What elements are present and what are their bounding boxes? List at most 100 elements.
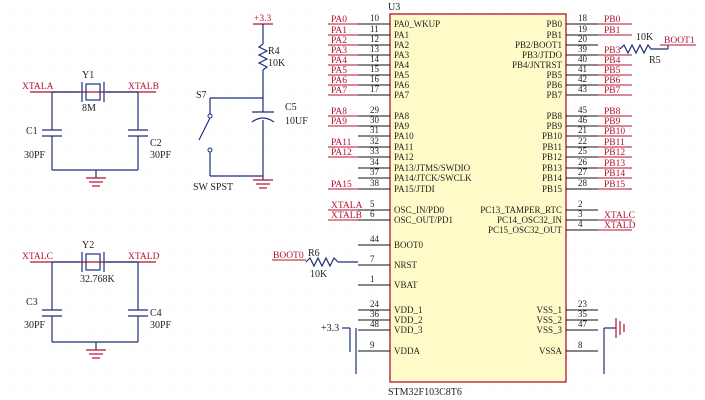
grid-dot bbox=[109, 309, 111, 311]
grid-dot bbox=[149, 309, 151, 311]
grid-dot bbox=[649, 49, 651, 51]
pin-name: VDD_3 bbox=[394, 325, 423, 335]
grid-dot bbox=[9, 49, 11, 51]
net-label: PB0 bbox=[604, 15, 621, 25]
grid-dot bbox=[109, 209, 111, 211]
grid-dot bbox=[629, 269, 631, 271]
grid-dot bbox=[169, 149, 171, 151]
grid-dot bbox=[49, 149, 51, 151]
grid-dot bbox=[129, 329, 131, 331]
grid-dot bbox=[229, 69, 231, 71]
grid-dot bbox=[249, 49, 251, 51]
grid-dot bbox=[649, 389, 651, 391]
grid-dot bbox=[89, 189, 91, 191]
grid-dot bbox=[149, 289, 151, 291]
grid-dot bbox=[209, 189, 211, 191]
grid-dot bbox=[329, 289, 331, 291]
grid-dot bbox=[229, 349, 231, 351]
grid-dot bbox=[649, 169, 651, 171]
pin-name: PB13 bbox=[542, 163, 563, 173]
pin-number: 2 bbox=[578, 199, 583, 209]
grid-dot bbox=[229, 89, 231, 91]
vdd-supply: +3.3 bbox=[321, 323, 357, 374]
grid-dot bbox=[209, 209, 211, 211]
grid-dot bbox=[169, 389, 171, 391]
pin-number: 36 bbox=[370, 309, 380, 319]
grid-dot bbox=[689, 129, 691, 131]
grid-dot bbox=[209, 129, 211, 131]
boot0-resistor: BOOT0 R6 10K bbox=[272, 248, 358, 280]
grid-dot bbox=[129, 29, 131, 31]
pin-number: 39 bbox=[578, 44, 588, 54]
grid-dot bbox=[309, 309, 311, 311]
grid-dot bbox=[69, 109, 71, 111]
grid-dot bbox=[289, 389, 291, 391]
grid-dot bbox=[289, 109, 291, 111]
pin-number: 47 bbox=[578, 319, 588, 329]
grid-dot bbox=[349, 169, 351, 171]
grid-dot bbox=[609, 289, 611, 291]
grid-dot bbox=[589, 109, 591, 111]
grid-dot bbox=[289, 309, 291, 311]
grid-dot bbox=[369, 109, 371, 111]
grid-dot bbox=[629, 29, 631, 31]
grid-dot bbox=[29, 49, 31, 51]
pin-number: 10 bbox=[370, 13, 380, 23]
grid-dot bbox=[169, 189, 171, 191]
pin-name: PC15_OSC32_OUT bbox=[488, 225, 563, 235]
grid-dot bbox=[269, 109, 271, 111]
grid-dot bbox=[189, 229, 191, 231]
grid-dot bbox=[49, 49, 51, 51]
grid-dot bbox=[49, 249, 51, 251]
pin-number: 33 bbox=[370, 146, 380, 156]
grid-dot bbox=[29, 69, 31, 71]
grid-dot bbox=[669, 109, 671, 111]
pin-name: PA0_WKUP bbox=[394, 19, 440, 29]
grid-dot bbox=[349, 89, 351, 91]
grid-dot bbox=[189, 289, 191, 291]
grid-dot bbox=[329, 9, 331, 11]
grid-dot bbox=[29, 389, 31, 391]
grid-dot bbox=[209, 69, 211, 71]
grid-dot bbox=[149, 9, 151, 11]
grid-dot bbox=[629, 89, 631, 91]
pin-number: 42 bbox=[578, 74, 587, 84]
grid-dot bbox=[129, 289, 131, 291]
grid-dot bbox=[89, 229, 91, 231]
grid-dot bbox=[269, 49, 271, 51]
grid-dot bbox=[649, 289, 651, 291]
grid-dot bbox=[209, 29, 211, 31]
grid-dot bbox=[369, 29, 371, 31]
net-label: PA1 bbox=[331, 26, 347, 36]
mcu-u3: U3 STM32F103C8T6 10PA0_WKUPPA011PA1PA112… bbox=[328, 2, 636, 398]
grid-dot bbox=[649, 89, 651, 91]
pin-name: NRST bbox=[394, 260, 418, 270]
grid-dot bbox=[449, 9, 451, 11]
grid-dot bbox=[229, 229, 231, 231]
grid-dot bbox=[649, 209, 651, 211]
grid-dot bbox=[89, 49, 91, 51]
net-label: PB9 bbox=[604, 117, 621, 127]
grid-dot bbox=[269, 229, 271, 231]
grid-dot bbox=[149, 249, 151, 251]
grid-dot bbox=[49, 89, 51, 91]
grid-dot bbox=[29, 249, 31, 251]
capacitor-c4-symbol bbox=[128, 309, 148, 317]
ground-icon bbox=[253, 179, 273, 189]
grid-dot bbox=[309, 129, 311, 131]
grid-dot bbox=[329, 109, 331, 111]
c4-value: 30PF bbox=[150, 320, 172, 331]
mcu-part: STM32F103C8T6 bbox=[388, 387, 462, 398]
grid-dot bbox=[69, 289, 71, 291]
net-label: PB11 bbox=[604, 138, 625, 148]
grid-dot bbox=[669, 49, 671, 51]
grid-dot bbox=[29, 289, 31, 291]
grid-dot bbox=[169, 49, 171, 51]
grid-dot bbox=[109, 229, 111, 231]
r5-ref: R5 bbox=[649, 55, 661, 66]
grid-dot bbox=[169, 9, 171, 11]
net-label: PB10 bbox=[604, 127, 625, 137]
grid-dot bbox=[429, 9, 431, 11]
pin-number: 20 bbox=[578, 34, 588, 44]
